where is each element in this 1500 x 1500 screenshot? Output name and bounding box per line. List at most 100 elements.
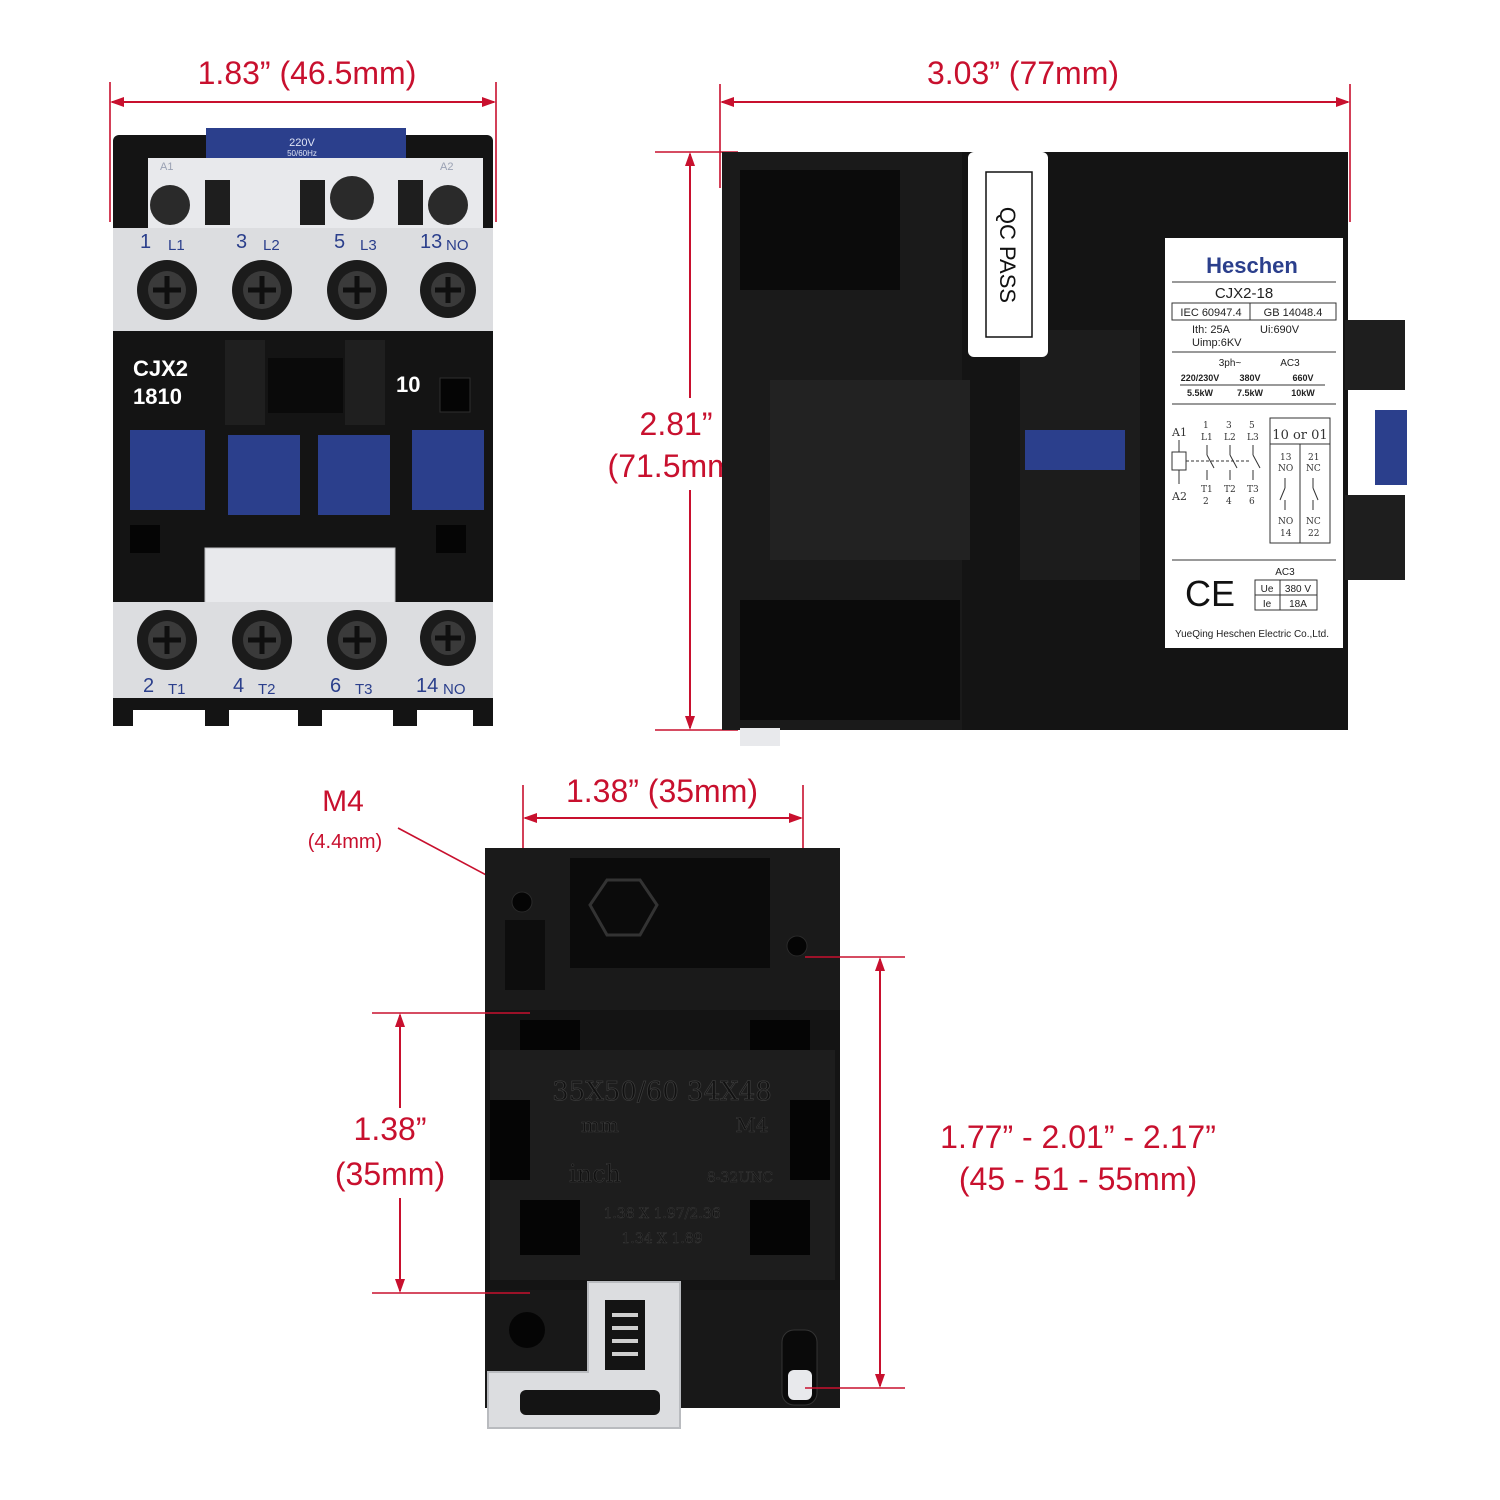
front-view: 1.83” (46.5mm) 220V 50/60Hz A1 A2 1 L1 3… <box>109 55 497 726</box>
svg-text:Ui:690V: Ui:690V <box>1260 324 1300 336</box>
nameplate: Heschen CJX2-18 IEC 60947.4 GB 14048.4 I… <box>1165 238 1343 648</box>
screw-size: M4 <box>322 785 364 818</box>
svg-text:380 V: 380 V <box>1285 584 1311 595</box>
terminal-13: 13 <box>420 231 442 253</box>
svg-text:T3: T3 <box>1247 485 1259 495</box>
svg-text:220V: 220V <box>289 137 315 149</box>
hole-spacing-label: 1.38” (35mm) <box>566 773 758 809</box>
svg-text:L1: L1 <box>168 237 185 254</box>
svg-text:380V: 380V <box>1239 373 1260 383</box>
svg-text:T1: T1 <box>1201 485 1213 495</box>
svg-text:NO: NO <box>446 237 469 254</box>
front-width-label: 1.83” (46.5mm) <box>198 55 417 91</box>
svg-text:1.38 X 1.97/2.36: 1.38 X 1.97/2.36 <box>603 1206 720 1222</box>
rail-range-mm: (45 - 51 - 55mm) <box>959 1161 1197 1197</box>
svg-text:6: 6 <box>1249 497 1255 507</box>
side-aux-blue <box>1375 410 1407 485</box>
qc-sticker <box>968 152 1048 357</box>
top-terminal-labels: 1 L1 3 L2 5 L3 13 NO <box>140 231 469 254</box>
svg-text:220/230V: 220/230V <box>1181 373 1220 383</box>
svg-text:8-32UNC: 8-32UNC <box>707 1170 773 1186</box>
bottom-height-inch: 1.38” <box>354 1111 427 1147</box>
coil-terminal-a2: A2 <box>440 161 453 173</box>
svg-text:A1: A1 <box>1171 426 1187 439</box>
screw-diameter: (4.4mm) <box>308 831 382 853</box>
svg-text:L2: L2 <box>1224 433 1236 443</box>
svg-text:L1: L1 <box>1201 433 1213 443</box>
svg-text:inch: inch <box>569 1160 621 1188</box>
wiring-schematic <box>1171 417 1331 544</box>
ce-mark: CE <box>1185 573 1235 614</box>
svg-text:Uimp:6KV: Uimp:6KV <box>1192 337 1242 349</box>
mold-text: 35X50/60 34X48 mm M4 inch 8-32UNC 1.38 X… <box>552 1077 773 1248</box>
model-name: CJX2-18 <box>1215 285 1273 302</box>
model-line-2: 1810 <box>133 384 182 409</box>
blue-block-3 <box>318 435 390 515</box>
svg-text:10kW: 10kW <box>1291 388 1315 398</box>
brand-name: Heschen <box>1206 253 1298 278</box>
svg-text:5.5kW: 5.5kW <box>1187 388 1214 398</box>
svg-text:NO: NO <box>1278 464 1293 474</box>
hex-socket <box>588 878 659 937</box>
svg-text:L2: L2 <box>263 237 280 254</box>
svg-text:Ith: 25A: Ith: 25A <box>1192 324 1231 336</box>
svg-text:1.34 X 1.89: 1.34 X 1.89 <box>621 1231 702 1247</box>
coil-terminal-a1: A1 <box>160 161 173 173</box>
svg-text:M4: M4 <box>735 1113 768 1137</box>
svg-text:1: 1 <box>1203 421 1209 431</box>
svg-text:AC3: AC3 <box>1275 567 1295 578</box>
svg-text:NC: NC <box>1306 464 1321 474</box>
blue-block-4 <box>412 430 484 510</box>
svg-text:T2: T2 <box>1224 485 1236 495</box>
svg-text:50/60Hz: 50/60Hz <box>287 149 317 158</box>
terminal-2: 2 <box>143 675 154 697</box>
manufacturer: YueQing Heschen Electric Co.,Ltd. <box>1175 629 1329 640</box>
bottom-view: 1.38” (35mm) M4 (4.4mm) 35X50/60 34X48 m… <box>308 773 1245 1429</box>
svg-text:7.5kW: 7.5kW <box>1237 388 1264 398</box>
coil-label <box>206 128 406 158</box>
svg-text:5: 5 <box>1249 421 1255 431</box>
terminal-3: 3 <box>236 231 247 253</box>
svg-text:NO: NO <box>443 681 466 698</box>
svg-text:14: 14 <box>1280 529 1292 539</box>
side-width-label: 3.03” (77mm) <box>927 55 1119 91</box>
blue-block-1 <box>130 430 205 510</box>
svg-text:mm: mm <box>581 1113 619 1137</box>
aux-code: 10 <box>396 372 420 397</box>
svg-text:21: 21 <box>1308 453 1319 463</box>
svg-text:Ie: Ie <box>1263 599 1272 610</box>
top-screws <box>137 260 476 320</box>
svg-text:22: 22 <box>1308 529 1319 539</box>
terminal-1: 1 <box>140 231 151 253</box>
svg-text:3: 3 <box>1226 421 1232 431</box>
svg-text:IEC 60947.4: IEC 60947.4 <box>1180 307 1241 319</box>
svg-text:T1: T1 <box>168 681 186 698</box>
svg-text:L3: L3 <box>360 237 377 254</box>
svg-text:Ue: Ue <box>1261 584 1274 595</box>
blue-block-2 <box>228 435 300 515</box>
svg-text:NO: NO <box>1278 517 1293 527</box>
rail-range-inch: 1.77” - 2.01” - 2.17” <box>940 1119 1216 1155</box>
svg-text:35X50/60 34X48: 35X50/60 34X48 <box>552 1077 771 1107</box>
qc-pass-text: QC PASS <box>995 207 1020 303</box>
terminal-6: 6 <box>330 675 341 697</box>
aux-title: 10 or 01 <box>1272 428 1327 443</box>
bottom-terminal-labels: 2 T1 4 T2 6 T3 14 NO <box>143 675 466 698</box>
svg-text:3ph~: 3ph~ <box>1219 358 1242 369</box>
svg-text:18A: 18A <box>1289 599 1307 610</box>
svg-text:T3: T3 <box>355 681 373 698</box>
terminal-14: 14 <box>416 675 438 697</box>
svg-text:AC3: AC3 <box>1280 358 1300 369</box>
terminal-4: 4 <box>233 675 244 697</box>
terminal-5: 5 <box>334 231 345 253</box>
model-line-1: CJX2 <box>133 356 188 381</box>
bottom-screws <box>137 610 476 670</box>
side-view: 3.03” (77mm) 2.81” (71.5mm) QC PASS <box>598 55 1407 746</box>
svg-text:660V: 660V <box>1292 373 1313 383</box>
side-height-mm: (71.5mm) <box>608 448 745 484</box>
side-height-inch: 2.81” <box>640 406 713 442</box>
svg-text:13: 13 <box>1280 453 1292 463</box>
svg-text:4: 4 <box>1226 497 1232 507</box>
svg-text:NC: NC <box>1306 517 1321 527</box>
